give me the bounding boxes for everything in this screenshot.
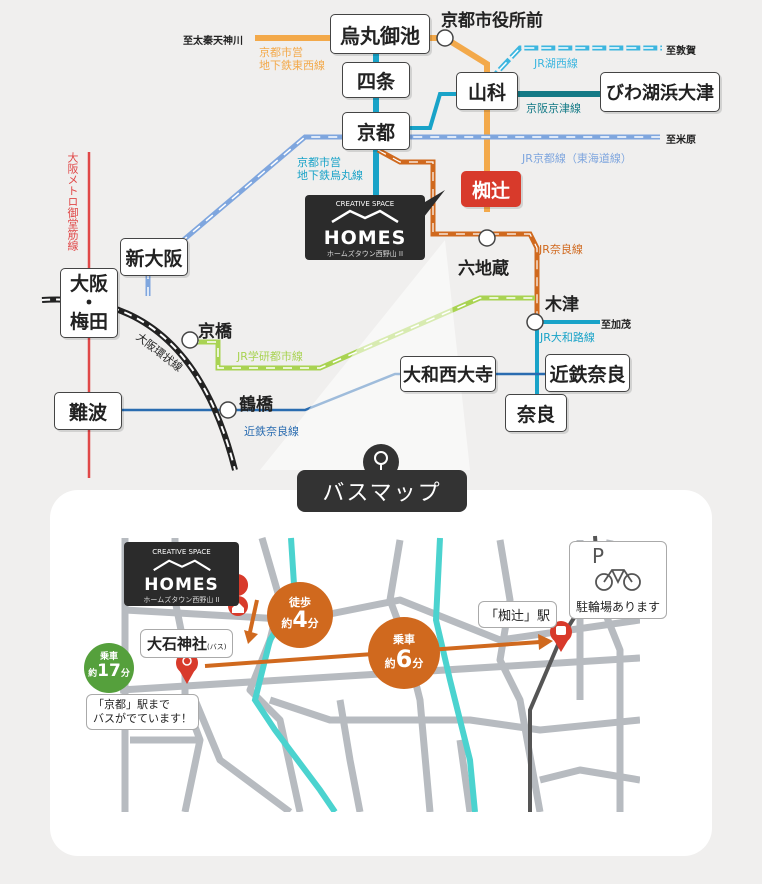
station-kyoto[interactable]: 京都 bbox=[342, 112, 410, 150]
station-osaka-dot: ・ bbox=[79, 291, 99, 314]
ride17-num: 17 bbox=[97, 661, 121, 681]
station-kyobashi: 京橋 bbox=[198, 322, 232, 342]
label-kintetsu: 近鉄奈良線 bbox=[244, 425, 299, 438]
homes-logo-main: CREATIVE SPACE HOMES ホームズタウン西野山 II bbox=[305, 195, 425, 260]
walk-prefix: 約 bbox=[281, 617, 293, 630]
ride6-num: 6 bbox=[395, 645, 413, 673]
homes-logo-bus: CREATIVE SPACE HOMES ホームズタウン西野山 II bbox=[124, 542, 239, 606]
shrine-name: 大石神社 bbox=[147, 635, 208, 653]
label-jr-kosei: JR湖西線 bbox=[534, 57, 578, 70]
homes-title-bus: HOMES bbox=[144, 575, 219, 595]
ride6-label: 乗車 bbox=[393, 633, 415, 646]
kyoto-ride-bubble: 乗車 約17分 bbox=[84, 643, 134, 693]
station-kizu: 木津 bbox=[545, 295, 579, 315]
station-nara[interactable]: 奈良 bbox=[505, 394, 567, 432]
dir-uzumasa: 至太秦天神川 bbox=[183, 36, 243, 47]
label-karasuma-1: 京都市営 bbox=[297, 156, 341, 169]
ride-time-bubble: 乗車 約6分 bbox=[368, 617, 440, 689]
ride6-prefix: 約 bbox=[384, 657, 396, 670]
walk-num: 4 bbox=[292, 608, 308, 633]
station-tsuruhashi: 鶴橋 bbox=[239, 395, 273, 415]
label-karasuma-2: 地下鉄烏丸線 bbox=[297, 169, 363, 182]
label-jr-kyoto: JR京都線（東海道線） bbox=[522, 152, 632, 165]
ride17-unit: 分 bbox=[120, 669, 130, 679]
label-jr-nara: JR奈良線 bbox=[539, 243, 583, 256]
dir-maibara: 至米原 bbox=[666, 135, 696, 146]
station-shin-osaka[interactable]: 新大阪 bbox=[120, 238, 188, 276]
label-tozai-2: 地下鉄東西線 bbox=[259, 59, 325, 72]
station-yamashina[interactable]: 山科 bbox=[456, 72, 518, 110]
station-hosonotsuji[interactable]: 椥辻 bbox=[461, 171, 521, 207]
station-dot-kyobashi bbox=[181, 331, 199, 349]
jr-yamatoji-line bbox=[535, 320, 600, 402]
label-jr-yamatoji: JR大和路線 bbox=[540, 331, 595, 344]
station-shijo[interactable]: 四条 bbox=[342, 62, 410, 98]
label-karasuma: 京都市営 地下鉄烏丸線 bbox=[297, 156, 363, 182]
homes-title: HOMES bbox=[323, 227, 407, 249]
ride6-unit: 分 bbox=[412, 657, 424, 670]
station-osaka-label: 大阪 bbox=[69, 272, 108, 295]
station-rokujizo: 六地蔵 bbox=[458, 259, 509, 279]
station-osaka-umeda[interactable]: 大阪 ・ 梅田 bbox=[60, 268, 118, 338]
station-dot-rokujizo bbox=[478, 229, 496, 247]
label-midosuji: 大阪メトロ御堂筋線 bbox=[66, 152, 79, 251]
dir-tsuruga: 至敦賀 bbox=[666, 46, 696, 57]
walk-time-bubble: 徒歩 約4分 bbox=[267, 582, 333, 648]
station-karasuma-oike[interactable]: 烏丸御池 bbox=[330, 14, 430, 54]
bus-map-title: バスマップ bbox=[297, 470, 467, 512]
homes-town: ホームズタウン西野山 II bbox=[326, 250, 404, 258]
house-roof-icon-bus bbox=[152, 559, 211, 572]
ride17-label: 乗車 bbox=[99, 652, 118, 662]
station-dot-kizu bbox=[526, 313, 544, 331]
station-dot-tsuruhashi bbox=[219, 401, 237, 419]
label-tozai-1: 京都市営 bbox=[259, 46, 303, 59]
parking-callout: P 駐輪場あります bbox=[569, 541, 667, 619]
kyoto-note-1: 「京都」駅まで bbox=[93, 698, 170, 711]
dir-kamo: 至加茂 bbox=[601, 320, 631, 331]
kyoto-bus-callout: 「京都」駅まで バスがでています！ bbox=[86, 694, 199, 730]
parking-p: P bbox=[592, 544, 605, 568]
station-biwako-hama-otsu[interactable]: びわ湖浜大津 bbox=[600, 72, 720, 112]
ride17-prefix: 約 bbox=[88, 669, 98, 679]
station-namba[interactable]: 難波 bbox=[54, 392, 122, 430]
homes-town-bus: ホームズタウン西野山 II bbox=[143, 596, 220, 604]
homes-sub-bus: CREATIVE SPACE bbox=[152, 548, 211, 556]
homes-sub: CREATIVE SPACE bbox=[335, 200, 395, 208]
station-yamato-saidaiji[interactable]: 大和西大寺 bbox=[400, 356, 496, 392]
walk-unit: 分 bbox=[307, 617, 319, 630]
label-tozai: 京都市営 地下鉄東西線 bbox=[259, 46, 325, 72]
walk-label: 徒歩 bbox=[289, 596, 311, 609]
station-kintetsu-nara[interactable]: 近鉄奈良 bbox=[545, 354, 630, 392]
station-kyoto-shiyakusho: 京都市役所前 bbox=[441, 11, 543, 31]
label-keihan: 京阪京津線 bbox=[526, 102, 581, 115]
station-dot-shiyakusho bbox=[436, 29, 454, 47]
bicycle-icon bbox=[595, 569, 641, 591]
station-callout: 「椥辻」駅 bbox=[478, 601, 558, 628]
shrine-note: (バス) bbox=[207, 643, 227, 651]
train-station-marker-icon bbox=[550, 621, 572, 652]
label-gakken: JR学研都市線 bbox=[237, 350, 303, 363]
kyoto-note-2: バスがでています！ bbox=[93, 712, 192, 725]
station-umeda-label: 梅田 bbox=[69, 310, 108, 333]
shrine-callout: 大石神社(バス) bbox=[140, 629, 234, 658]
parking-text: 駐輪場あります bbox=[575, 600, 660, 614]
house-roof-icon bbox=[331, 209, 399, 224]
